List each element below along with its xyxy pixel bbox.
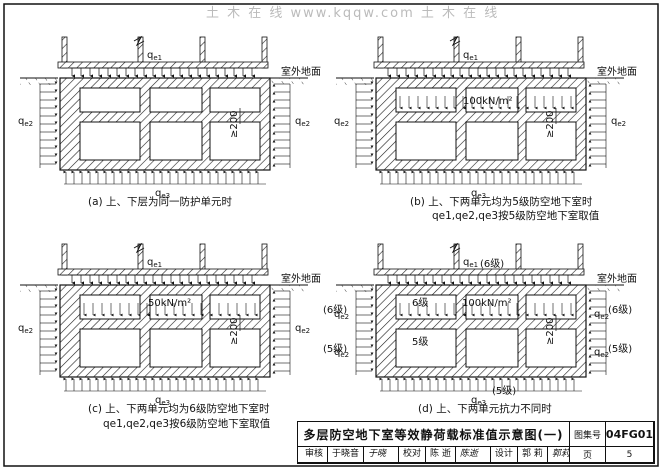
room	[79, 328, 141, 368]
upper-slab	[57, 61, 269, 69]
signature-row: 审核 于晓音 于晓 校对 陈 逝 陈逝 设计 郭 莉 郭莉	[298, 447, 570, 463]
upper-slab	[57, 268, 269, 276]
caption-b-line2: qe1,qe2,qe3按5级防空地下室取值	[432, 209, 600, 222]
room	[79, 87, 141, 113]
qe2-label-right: qe2	[611, 116, 626, 128]
room-lower-grade-d: 5级	[412, 336, 428, 348]
room	[79, 294, 141, 320]
caption-c-line2: qe1,qe2,qe3按6级防空地下室取值	[103, 417, 271, 430]
upper-slab	[373, 61, 585, 69]
caption-c-line1: (c) 上、下两单元均为6级防空地下室时	[88, 402, 270, 415]
break-mark	[449, 35, 461, 47]
room	[209, 294, 261, 320]
qe3-grade-d: (5级)	[492, 385, 516, 397]
qe1-label: qe1	[147, 257, 162, 269]
left-lower-grade-d: (5级)	[323, 343, 347, 355]
left-upper-grade-d: (6级)	[323, 304, 347, 316]
room	[395, 121, 457, 161]
qe1-label: qe1	[463, 50, 478, 62]
room	[149, 87, 203, 113]
qe2-label-left: qe2	[334, 116, 349, 128]
dimension-200: ≥200	[545, 318, 556, 345]
room	[525, 294, 577, 320]
page-label: 页	[570, 447, 606, 463]
ground-label: 室外地面	[281, 272, 321, 285]
upper-slab	[373, 268, 585, 276]
ground-label: 室外地面	[597, 272, 637, 285]
room-upper-grade-d: 6级	[412, 297, 428, 309]
room	[209, 328, 261, 368]
break-mark	[449, 242, 461, 254]
qe2-label-left: qe2	[18, 323, 33, 335]
dimension-200: ≥200	[545, 111, 556, 138]
qe1-grade-d: (6级)	[480, 258, 504, 270]
qe2-label-right: qe2	[594, 309, 609, 321]
atlas-label: 图集号	[570, 422, 606, 447]
title-block: 多层防空地下室等效静荷载标准值示意图(一) 图集号 04FG01 审核 于晓音 …	[297, 421, 655, 464]
right-upper-grade-d: (6级)	[608, 304, 632, 316]
drawing-title: 多层防空地下室等效静荷载标准值示意图(一)	[298, 422, 570, 447]
room	[209, 87, 261, 113]
qe2-label-right-lower: qe2	[594, 347, 609, 359]
qe2-label-left: qe2	[18, 116, 33, 128]
room	[395, 328, 457, 368]
qe1-label: qe1	[463, 257, 478, 269]
room	[525, 121, 577, 161]
load-text-b: 100kN/m²	[463, 96, 512, 107]
dimension-200: ≥200	[229, 111, 240, 138]
room	[79, 121, 141, 161]
load-text-d: 100kN/m²	[462, 298, 511, 309]
reviewer-name: 于晓音	[328, 447, 365, 462]
ground-label: 室外地面	[597, 65, 637, 78]
room	[525, 87, 577, 113]
reviewer-signature: 于晓	[364, 447, 400, 462]
ground-label: 室外地面	[281, 65, 321, 78]
designer-name: 郭 莉	[518, 447, 548, 462]
room	[525, 328, 577, 368]
right-lower-grade-d: (5级)	[608, 343, 632, 355]
dimension-200: ≥200	[229, 318, 240, 345]
designer-signature: 郭莉	[551, 449, 570, 459]
checker-signature: 陈逝	[456, 447, 491, 462]
qe1-label: qe1	[147, 50, 162, 62]
load-text-c: 50kN/m²	[148, 298, 191, 309]
room	[465, 328, 519, 368]
caption-d: (d) 上、下两单元抗力不同时	[418, 402, 552, 415]
break-mark	[133, 242, 145, 254]
room	[149, 328, 203, 368]
review-label: 审核	[301, 447, 329, 462]
qe2-label-right: qe2	[295, 116, 310, 128]
caption-b-line1: (b) 上、下两单元均为5级防空地下室时	[410, 195, 593, 208]
check-label: 校对	[399, 447, 427, 462]
atlas-number: 04FG01	[606, 422, 654, 447]
room	[465, 121, 519, 161]
qe2-label-right: qe2	[295, 323, 310, 335]
room	[209, 121, 261, 161]
sheet-frame	[3, 3, 659, 467]
checker-name: 陈 逝	[426, 447, 456, 462]
page-number: 5	[606, 447, 654, 463]
design-label: 设计	[491, 447, 518, 462]
break-mark	[133, 35, 145, 47]
room	[395, 87, 457, 113]
caption-a: (a) 上、下层为同一防护单元时	[88, 195, 232, 208]
watermark: 土 木 在 线 www.kqqw.com 土 木 在 线	[206, 6, 499, 21]
room	[149, 121, 203, 161]
